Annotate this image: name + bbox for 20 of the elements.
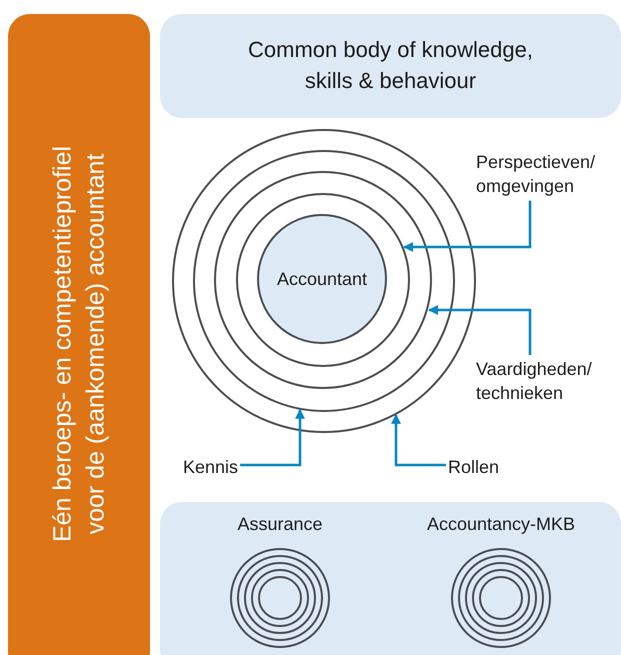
leader-label: Rollen xyxy=(448,455,500,480)
leader-label: Perspectieven/ omgevingen xyxy=(476,150,614,199)
banner-title: Eén beroeps- en competentieprofiel voor de (aankomende) accountant xyxy=(48,144,110,544)
track-label: Accountancy-MKB xyxy=(426,514,576,535)
ring xyxy=(236,192,410,366)
arrow xyxy=(428,305,532,355)
header-title: Common body of knowledge, skills & behaviour xyxy=(247,36,534,95)
arrow xyxy=(403,200,532,252)
leader-label: Kennis xyxy=(183,455,238,480)
vertical-banner xyxy=(8,14,150,655)
arrow xyxy=(391,414,446,466)
leader-label: Vaardigheden/ technieken xyxy=(476,357,614,406)
ring xyxy=(172,129,476,433)
bottom-panel xyxy=(160,502,621,655)
ring xyxy=(214,171,432,389)
arrow xyxy=(240,408,305,466)
circle-label: Accountant xyxy=(276,268,368,290)
header-banner xyxy=(160,14,621,118)
track-label: Assurance xyxy=(237,514,323,535)
ring xyxy=(192,150,454,412)
